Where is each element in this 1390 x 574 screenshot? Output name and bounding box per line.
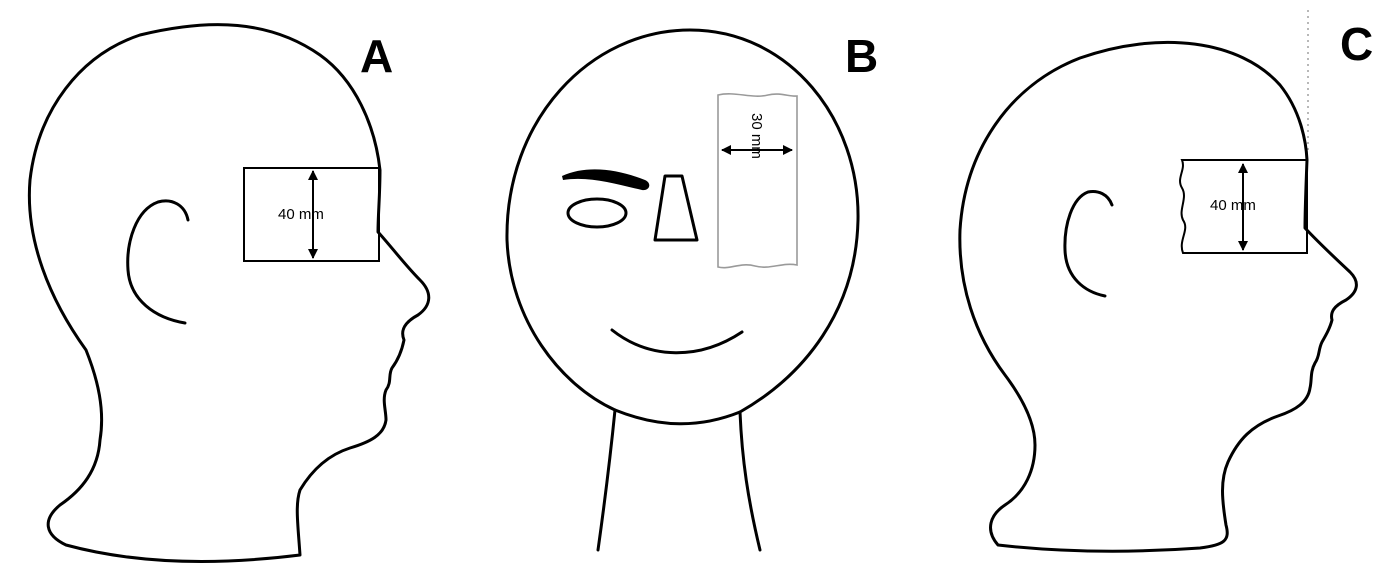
measurement-box: 40 mm [1180, 160, 1307, 253]
head-profile-outline [960, 42, 1357, 551]
panel-a-letter: A [360, 30, 393, 82]
ear-outline [1065, 192, 1112, 296]
neck-left-line [598, 410, 615, 550]
panel-b: B 30 mm [507, 30, 878, 550]
head-front-outline [507, 30, 858, 424]
neck-right-line [740, 412, 760, 550]
dimension-label: 40 mm [1210, 197, 1256, 214]
ear-outline [128, 201, 188, 323]
eyebrow-mark [562, 169, 649, 190]
dimension-label: 40 mm [278, 206, 324, 223]
head-profile-outline [29, 25, 428, 562]
eye-outline [568, 199, 626, 227]
measurement-box: 40 mm [244, 168, 379, 261]
mouth-line [612, 330, 742, 353]
dimension-label: 30 mm [748, 113, 765, 159]
panel-c: C 40 mm [960, 10, 1373, 551]
nose-outline [655, 176, 697, 240]
panel-b-letter: B [845, 30, 878, 82]
measurement-strip: 30 mm [718, 94, 797, 268]
panel-a: A 40 mm [29, 25, 428, 562]
panel-c-letter: C [1340, 18, 1373, 70]
